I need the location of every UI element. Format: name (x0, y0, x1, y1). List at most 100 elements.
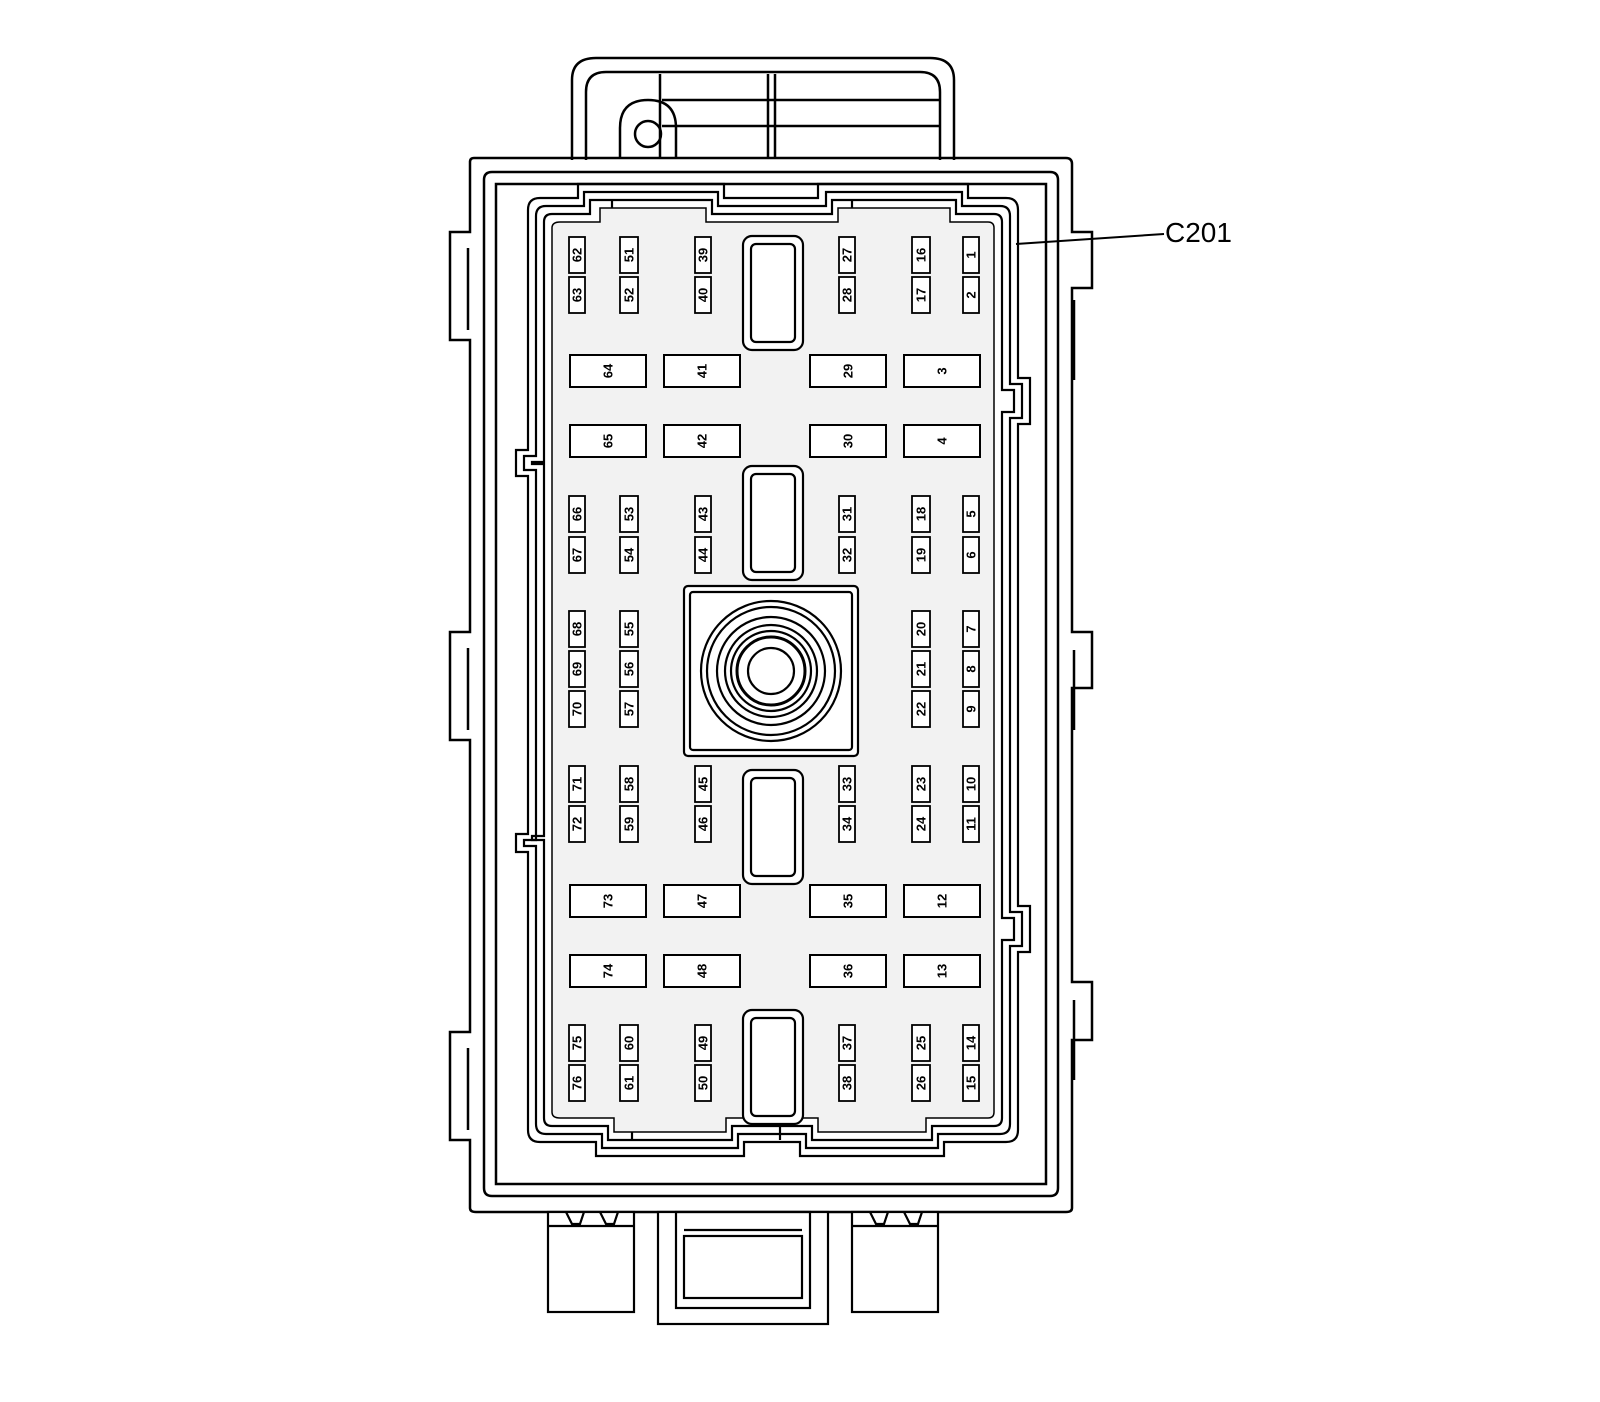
terminal-label: 45 (696, 777, 711, 791)
terminal-label: 35 (841, 894, 856, 908)
terminal-cavity-box (568, 276, 586, 314)
terminal-label: 21 (914, 662, 929, 676)
terminal-label: 54 (622, 547, 637, 562)
terminal-label: 1 (964, 251, 979, 258)
terminal-label: 25 (914, 1036, 929, 1050)
terminal-label: 47 (695, 894, 710, 908)
terminal-cavity-box (838, 805, 856, 843)
terminal-cavity-73: 73 (569, 884, 647, 918)
terminal-label: 17 (914, 288, 929, 302)
terminal-cavity-box (809, 354, 887, 388)
terminal-label: 66 (570, 507, 585, 521)
terminal-cavity-box (568, 495, 586, 533)
callout-leader-line (1015, 233, 1165, 245)
terminal-label: 10 (964, 777, 979, 791)
terminal-cavity-box (962, 805, 980, 843)
terminal-label: 24 (914, 816, 929, 831)
terminal-cavity-box (694, 1064, 712, 1102)
terminal-cavity-box (911, 805, 931, 843)
terminal-cavity-8: 8 (962, 650, 980, 688)
terminal-label: 32 (840, 548, 855, 562)
terminal-label: 29 (841, 364, 856, 378)
terminal-cavity-18: 18 (911, 495, 931, 533)
terminal-label: 16 (914, 248, 929, 262)
terminal-label: 57 (622, 702, 637, 716)
terminal-cavity-box (569, 424, 647, 458)
terminal-cavity-54: 54 (619, 536, 639, 574)
terminal-cavity-52: 52 (619, 276, 639, 314)
terminal-cavity-box (962, 495, 980, 533)
terminal-cavity-box (568, 650, 586, 688)
terminal-cavity-21: 21 (911, 650, 931, 688)
terminal-cavity-14: 14 (962, 1024, 980, 1062)
terminal-cavity-44: 44 (694, 536, 712, 574)
terminal-cavity-box (619, 495, 639, 533)
terminal-cavity-box (569, 954, 647, 988)
terminal-label: 19 (914, 548, 929, 562)
terminal-cavity-box (694, 765, 712, 803)
terminal-cavity-box (911, 495, 931, 533)
terminal-cavity-75: 75 (568, 1024, 586, 1062)
terminal-cavity-50: 50 (694, 1064, 712, 1102)
terminal-cavity-box (911, 1024, 931, 1062)
terminal-cavity-box (838, 1064, 856, 1102)
terminal-label: 3 (935, 367, 950, 374)
terminal-cavity-47: 47 (663, 884, 741, 918)
terminal-cavity-box (809, 884, 887, 918)
terminal-cavity-63: 63 (568, 276, 586, 314)
terminal-cavity-box (694, 1024, 712, 1062)
terminal-cavity-box (962, 1024, 980, 1062)
terminal-label: 75 (570, 1036, 585, 1050)
terminal-cavity-2: 2 (962, 276, 980, 314)
terminal-cavity-box (694, 536, 712, 574)
terminal-label: 4 (935, 437, 950, 445)
terminal-label: 39 (696, 248, 711, 262)
terminal-cavity-box (568, 765, 586, 803)
terminal-cavity-box (619, 690, 639, 728)
terminal-cavity-31: 31 (838, 495, 856, 533)
terminal-cavity-box (962, 236, 980, 274)
terminal-cavity-34: 34 (838, 805, 856, 843)
bottom-connector-center (656, 1210, 830, 1326)
terminal-cavity-3: 3 (903, 354, 981, 388)
terminal-label: 42 (695, 434, 710, 448)
terminal-cavity-62: 62 (568, 236, 586, 274)
terminal-cavity-43: 43 (694, 495, 712, 533)
terminal-cavity-box (619, 765, 639, 803)
terminal-cavity-box (619, 805, 639, 843)
terminal-cavity-box (962, 765, 980, 803)
terminal-cavity-17: 17 (911, 276, 931, 314)
terminal-label: 50 (696, 1076, 711, 1090)
terminal-cavity-box (911, 765, 931, 803)
terminal-label: 18 (914, 507, 929, 521)
terminal-label: 41 (695, 364, 710, 378)
terminal-cavity-26: 26 (911, 1064, 931, 1102)
terminal-cavity-51: 51 (619, 236, 639, 274)
polarization-keys (741, 234, 805, 1126)
terminal-cavity-box (619, 1024, 639, 1062)
terminal-cavity-box (663, 954, 741, 988)
terminal-cavity-box (694, 805, 712, 843)
terminal-label: 58 (622, 777, 637, 791)
terminal-cavity-box (838, 765, 856, 803)
terminal-cavity-box (663, 424, 741, 458)
terminal-label: 8 (964, 665, 979, 672)
terminal-cavity-box (619, 1064, 639, 1102)
terminal-cavity-box (838, 276, 856, 314)
housing-outer (448, 156, 1094, 1214)
terminal-label: 12 (935, 894, 950, 908)
connector-label: C201 (1165, 217, 1232, 248)
terminal-cavity-1: 1 (962, 236, 980, 274)
terminal-cavity-box (568, 236, 586, 274)
terminal-cavity-6: 6 (962, 536, 980, 574)
terminal-cavity-box (911, 690, 931, 728)
terminal-label: 70 (570, 702, 585, 716)
bottom-connector-left (546, 1210, 636, 1314)
terminal-label: 44 (696, 547, 711, 562)
terminal-label: 14 (964, 1035, 979, 1050)
terminal-cavity-box (838, 236, 856, 274)
terminal-cavity-box (569, 884, 647, 918)
terminal-label: 15 (964, 1076, 979, 1090)
terminal-label: 63 (570, 288, 585, 302)
